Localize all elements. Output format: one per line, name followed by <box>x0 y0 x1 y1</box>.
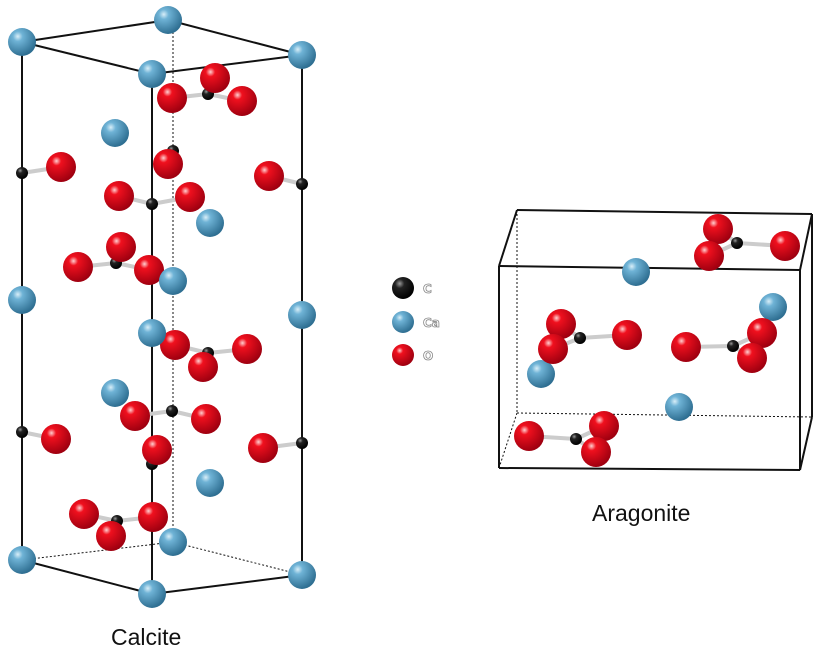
cell-edge <box>799 213 813 271</box>
cell-edge <box>151 574 303 595</box>
o-atom <box>120 401 150 431</box>
cell-edge <box>498 209 518 267</box>
ca-atom <box>159 528 187 556</box>
o-atom <box>612 320 642 350</box>
ca-atom <box>101 379 129 407</box>
cell-edge <box>21 41 153 75</box>
o-atom <box>46 152 76 182</box>
c-atom <box>574 332 586 344</box>
c-atom <box>16 426 28 438</box>
ca-atom <box>138 580 166 608</box>
o-atom <box>694 241 724 271</box>
o-atom <box>104 181 134 211</box>
cell-edge <box>498 265 801 271</box>
ca-atom <box>196 209 224 237</box>
o-atom <box>96 521 126 551</box>
legend-o-label: O <box>423 349 433 363</box>
cell-edge <box>799 416 813 471</box>
hidden-cell-edge <box>516 412 813 418</box>
o-atom <box>134 255 164 285</box>
legend: C Ca O <box>392 277 440 366</box>
o-atom <box>747 318 777 348</box>
hidden-cell-edge <box>172 541 303 576</box>
o-atom <box>248 433 278 463</box>
o-atom <box>106 232 136 262</box>
o-atom <box>188 352 218 382</box>
ca-atom <box>288 561 316 589</box>
aragonite-caption: Aragonite <box>592 500 691 526</box>
cell-edge <box>151 54 303 75</box>
ca-atom <box>288 41 316 69</box>
o-atom <box>63 252 93 282</box>
o-atom <box>69 499 99 529</box>
c-atom <box>166 405 178 417</box>
cell-edge <box>21 559 153 595</box>
aragonite-structure <box>498 209 813 471</box>
hidden-cell-edge <box>21 541 174 561</box>
cell-edge <box>498 467 801 471</box>
c-atom <box>296 178 308 190</box>
c-atom <box>731 237 743 249</box>
o-atom <box>157 83 187 113</box>
ca-atom <box>622 258 650 286</box>
ca-atom <box>101 119 129 147</box>
o-atom <box>175 182 205 212</box>
legend-c-label: C <box>423 282 432 296</box>
ca-atom <box>154 6 182 34</box>
legend-ca-label: Ca <box>423 316 440 330</box>
o-atom <box>153 149 183 179</box>
ca-atom <box>138 60 166 88</box>
o-atom <box>160 330 190 360</box>
ca-atom <box>159 267 187 295</box>
o-atom <box>581 437 611 467</box>
ca-atom <box>8 286 36 314</box>
ca-atom <box>665 393 693 421</box>
legend-o-swatch <box>392 344 414 366</box>
c-atom <box>146 198 158 210</box>
o-atom <box>671 332 701 362</box>
o-atom <box>227 86 257 116</box>
o-atom <box>770 231 800 261</box>
cell-edge <box>21 19 169 43</box>
ca-atom <box>196 469 224 497</box>
o-atom <box>142 435 172 465</box>
o-atom <box>703 214 733 244</box>
ca-atom <box>8 546 36 574</box>
o-atom <box>254 161 284 191</box>
legend-ca-swatch <box>392 311 414 333</box>
o-atom <box>232 334 262 364</box>
ca-atom <box>288 301 316 329</box>
legend-c-swatch <box>392 277 414 299</box>
ca-atom <box>8 28 36 56</box>
o-atom <box>546 309 576 339</box>
o-atom <box>589 411 619 441</box>
hidden-cell-edge <box>498 412 518 469</box>
calcite-caption: Calcite <box>111 624 182 650</box>
ca-atom <box>138 319 166 347</box>
cell-edge <box>167 19 303 56</box>
calcite-structure <box>8 6 316 608</box>
o-atom <box>737 343 767 373</box>
o-atom <box>514 421 544 451</box>
c-atom <box>727 340 739 352</box>
ca-atom <box>759 293 787 321</box>
o-atom <box>538 334 568 364</box>
o-atom <box>41 424 71 454</box>
cell-edge <box>516 209 813 215</box>
ca-atom <box>527 360 555 388</box>
o-atom <box>200 63 230 93</box>
c-atom <box>570 433 582 445</box>
o-atom <box>138 502 168 532</box>
c-atom <box>296 437 308 449</box>
c-atom <box>16 167 28 179</box>
o-atom <box>191 404 221 434</box>
